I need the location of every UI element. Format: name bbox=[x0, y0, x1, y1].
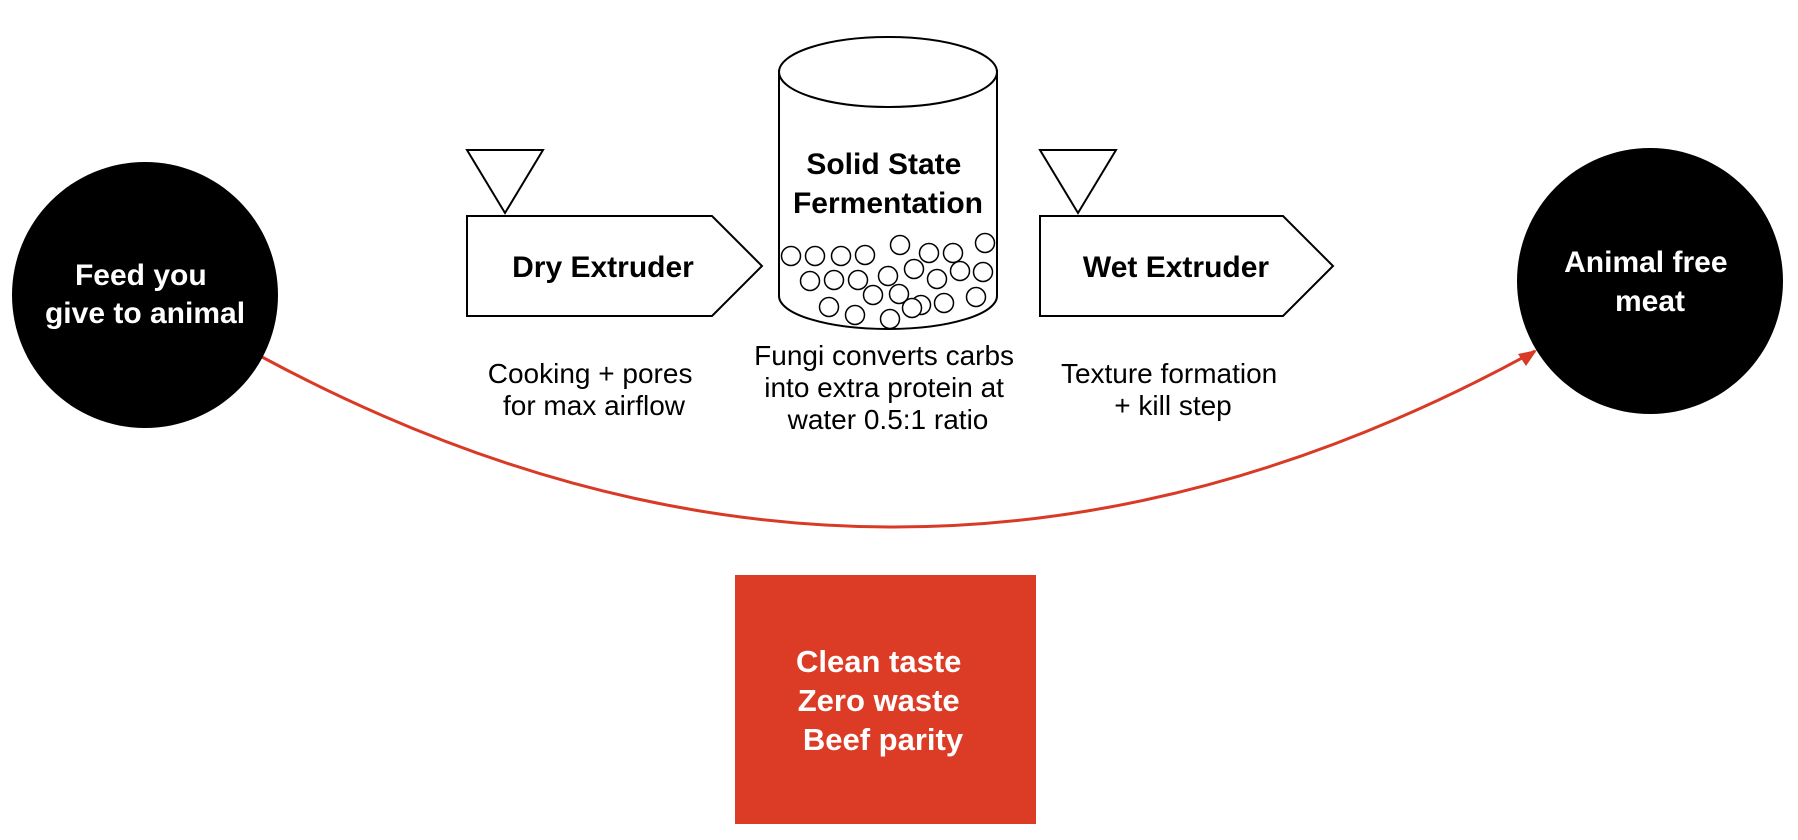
bubble bbox=[854, 244, 876, 266]
flow-arrowhead bbox=[1518, 350, 1537, 366]
input-node-line-1: Feed you bbox=[75, 259, 207, 292]
bubble bbox=[818, 296, 840, 318]
bubble bbox=[879, 308, 901, 330]
bubble bbox=[933, 292, 955, 314]
fermenter-title-line-1: Solid State bbox=[806, 148, 961, 181]
input-node-line-2: give to animal bbox=[45, 297, 245, 330]
bubble bbox=[974, 232, 996, 254]
flow-arrow bbox=[261, 349, 1536, 529]
bubble bbox=[972, 261, 994, 283]
fermenter-caption-line-1: Fungi converts carbs bbox=[754, 340, 1014, 371]
bubble bbox=[942, 242, 964, 264]
fermenter-bubbles bbox=[780, 232, 996, 330]
bubble bbox=[903, 258, 925, 280]
svg-text:Animal free meat: Animal free meat bbox=[1564, 246, 1736, 318]
wet-extruder-hopper-icon bbox=[1038, 149, 1118, 215]
bubble bbox=[889, 234, 911, 256]
bubble bbox=[804, 245, 826, 267]
outcome-line-1: Clean taste bbox=[796, 644, 961, 679]
outcome-box-rect bbox=[735, 575, 1036, 824]
bubble bbox=[877, 265, 899, 287]
bubble bbox=[918, 242, 940, 264]
dry-extruder-caption-line-2: for max airflow bbox=[503, 390, 686, 421]
svg-text:Cooking + pores for max: Cooking + pores for max airflow bbox=[488, 358, 700, 421]
svg-text:Texture formation + kill: Texture formation + kill step bbox=[1061, 358, 1285, 421]
svg-text:Solid State Fermentation: Solid State Fermentation bbox=[793, 148, 983, 220]
dry-extruder-hopper-icon bbox=[465, 149, 545, 215]
wet-extruder-shape bbox=[1039, 215, 1335, 317]
input-node: Feed you give to animal bbox=[12, 162, 278, 428]
input-node-circle bbox=[12, 162, 278, 428]
fermenter-caption-line-3: water 0.5:1 ratio bbox=[787, 404, 989, 435]
wet-extruder-step: Wet Extruder Texture formation + kill st… bbox=[1038, 149, 1335, 421]
bubble bbox=[926, 268, 948, 290]
bubble bbox=[799, 270, 821, 292]
wet-extruder-caption-line-2: + kill step bbox=[1114, 390, 1232, 421]
fermenter-caption-line-2: into extra protein at bbox=[764, 372, 1004, 403]
outcome-box: Clean taste Zero waste Beef parity bbox=[735, 575, 1036, 824]
output-node-line-1: Animal free bbox=[1564, 246, 1727, 279]
bubble bbox=[823, 269, 845, 291]
dry-extruder-title: Dry Extruder bbox=[512, 251, 694, 284]
outcome-line-2: Zero waste bbox=[798, 683, 960, 718]
bubble bbox=[862, 284, 884, 306]
svg-text:Feed you give to animal: Feed you give to animal bbox=[45, 259, 245, 330]
svg-text:Fungi converts carbs int: Fungi converts carbs into extra protein … bbox=[754, 340, 1022, 435]
dry-extruder-caption-line-1: Cooking + pores bbox=[488, 358, 693, 389]
wet-extruder-title: Wet Extruder bbox=[1083, 251, 1269, 284]
dry-extruder-shape bbox=[466, 215, 764, 317]
bubble bbox=[847, 269, 869, 291]
fermenter-lid bbox=[778, 36, 998, 108]
wet-extruder-caption-line-1: Texture formation bbox=[1061, 358, 1277, 389]
output-node-line-2: meat bbox=[1615, 285, 1685, 318]
bubble bbox=[780, 245, 802, 267]
fermenter-title-line-2: Fermentation bbox=[793, 187, 983, 220]
output-node: Animal free meat bbox=[1517, 148, 1783, 414]
bubble bbox=[965, 286, 987, 308]
svg-text:Clean taste Zero waste: Clean taste Zero waste Beef parity bbox=[796, 644, 970, 757]
fermenter-step: Solid State Fermentation Fungi converts … bbox=[754, 36, 1022, 435]
bubble bbox=[949, 260, 971, 282]
output-node-circle bbox=[1517, 148, 1783, 414]
bubble bbox=[888, 283, 910, 305]
bubble bbox=[901, 297, 923, 319]
bubble bbox=[830, 245, 852, 267]
dry-extruder-step: Dry Extruder Cooking + pores for max air… bbox=[465, 149, 764, 421]
outcome-line-3: Beef parity bbox=[803, 722, 964, 757]
bubble bbox=[844, 304, 866, 326]
